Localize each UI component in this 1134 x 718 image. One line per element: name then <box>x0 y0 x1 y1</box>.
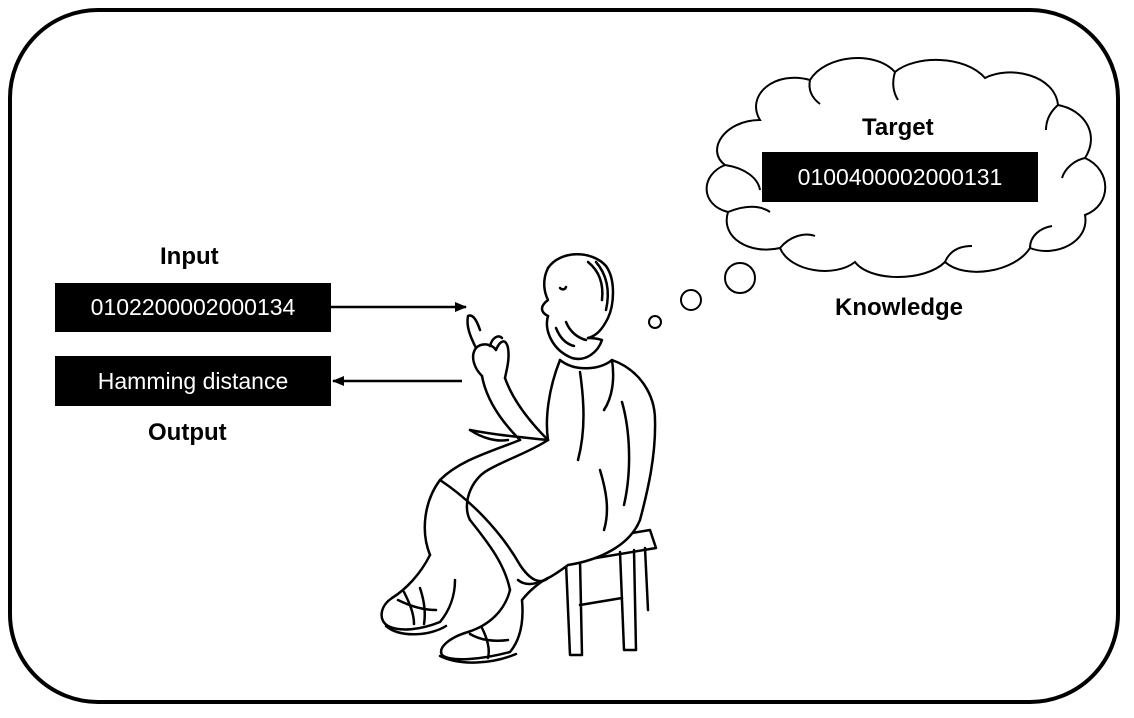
output-value-box: Hamming distance <box>55 356 331 406</box>
target-value-box: 0100400002000131 <box>762 152 1038 202</box>
target-label: Target <box>862 114 934 141</box>
rounded-frame <box>8 8 1120 704</box>
seated-philosopher-icon <box>380 253 658 664</box>
knowledge-label: Knowledge <box>835 294 964 321</box>
output-label: Output <box>148 419 227 446</box>
input-value-box: 0102200002000134 <box>55 283 331 332</box>
thought-bubbles <box>648 262 756 329</box>
input-label: Input <box>160 243 219 270</box>
